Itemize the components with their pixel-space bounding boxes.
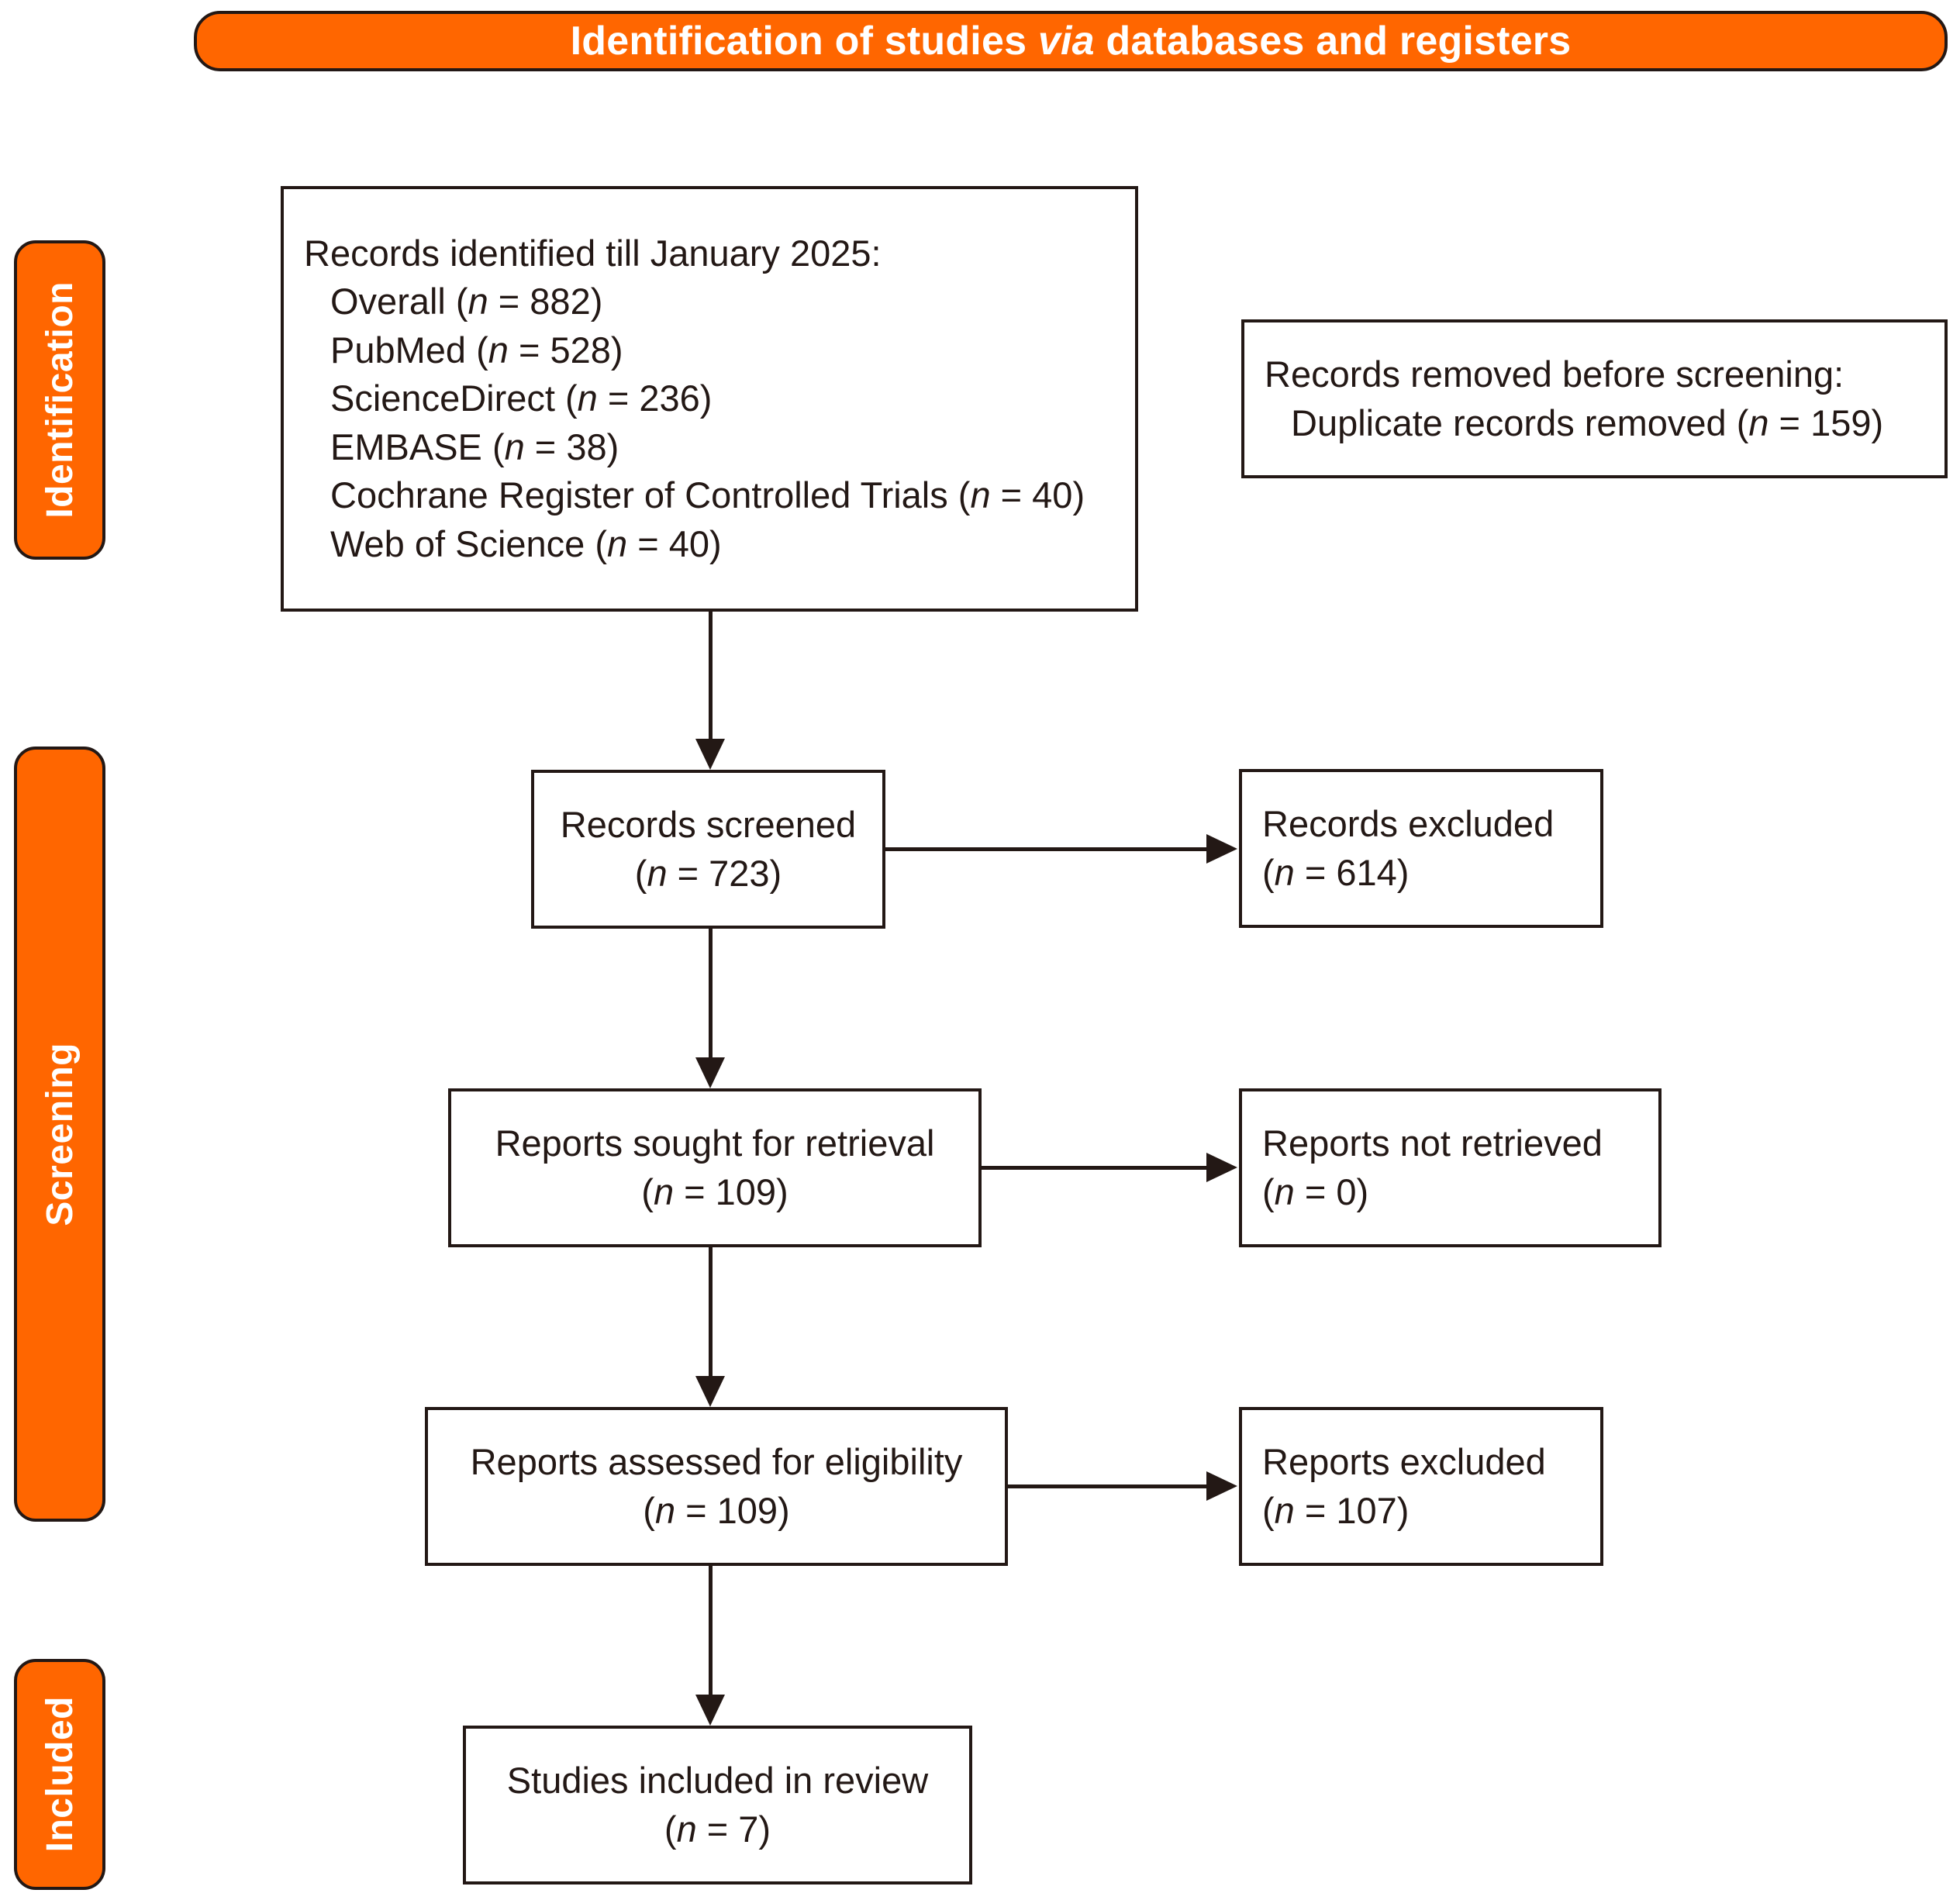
connector-sought-to-assessed [709,1247,713,1379]
records-removed-item-duplicates: Duplicate records removed (n = 159) [1291,402,1884,443]
stage-label-screening-text: Screening [39,1042,81,1226]
box-reports-sought: Reports sought for retrieval (n = 109) [448,1088,982,1247]
records-screened-count: (n = 723) [634,852,782,894]
reports-assessed-count: (n = 109) [643,1489,790,1531]
arrowhead-assessed-to-excluded [1206,1471,1237,1501]
connector-assessed-to-excluded [1008,1484,1207,1488]
records-identified-item-overall: Overall (n = 882) [330,281,603,322]
box-studies-included: Studies included in review (n = 7) [463,1726,972,1884]
box-reports-assessed: Reports assessed for eligibility (n = 10… [425,1407,1008,1566]
studies-included-count: (n = 7) [664,1808,771,1850]
records-excluded-count: (n = 614) [1262,851,1410,893]
arrowhead-identified-to-screened [695,739,725,770]
stage-label-included-text: Included [39,1696,81,1853]
box-records-screened: Records screened (n = 723) [531,770,885,929]
diagram-header-banner: Identification of studies via databases … [194,11,1948,71]
reports-assessed-label: Reports assessed for eligibility [470,1441,963,1482]
stage-label-identification: Identification [14,240,105,560]
box-reports-excluded: Reports excluded (n = 107) [1239,1407,1603,1566]
reports-excluded-label: Reports excluded [1262,1441,1546,1482]
records-removed-heading: Records removed before screening: [1265,353,1844,395]
stage-label-identification-text: Identification [39,281,81,519]
box-records-identified: Records identified till January 2025: Ov… [281,186,1138,612]
connector-identified-to-screened [709,612,713,742]
records-identified-item-web-of-science: Web of Science (n = 40) [330,522,722,564]
records-identified-item-sciencedirect: ScienceDirect (n = 236) [330,378,713,419]
arrowhead-screened-to-excluded [1206,834,1237,864]
box-reports-not-retrieved: Reports not retrieved (n = 0) [1239,1088,1662,1247]
connector-sought-to-not-retrieved [982,1166,1207,1170]
header-text-italic: via [1037,19,1095,64]
arrowhead-assessed-to-included [695,1695,725,1726]
records-identified-heading: Records identified till January 2025: [304,232,882,274]
connector-screened-to-sought [709,929,713,1060]
records-excluded-label: Records excluded [1262,803,1555,844]
stage-label-included: Included [14,1659,105,1890]
connector-assessed-to-included [709,1566,713,1698]
stage-label-screening: Screening [14,747,105,1522]
arrowhead-screened-to-sought [695,1057,725,1088]
arrowhead-sought-to-assessed [695,1376,725,1407]
records-screened-label: Records screened [560,804,857,845]
reports-not-retrieved-count: (n = 0) [1262,1171,1369,1212]
box-records-excluded: Records excluded (n = 614) [1239,769,1603,928]
reports-sought-label: Reports sought for retrieval [495,1122,935,1164]
header-text-after: databases and registers [1094,19,1572,64]
reports-sought-count: (n = 109) [641,1171,788,1212]
records-identified-item-pubmed: PubMed (n = 528) [330,329,623,371]
arrowhead-sought-to-not-retrieved [1206,1153,1237,1182]
reports-excluded-count: (n = 107) [1262,1489,1410,1531]
box-records-removed: Records removed before screening: Duplic… [1241,319,1948,478]
records-identified-item-cochrane: Cochrane Register of Controlled Trials (… [330,474,1085,516]
header-text-before: Identification of studies [570,19,1038,64]
connector-screened-to-excluded [885,847,1207,851]
records-identified-item-embase: EMBASE (n = 38) [330,426,619,467]
studies-included-label: Studies included in review [506,1760,929,1801]
reports-not-retrieved-label: Reports not retrieved [1262,1122,1603,1164]
diagram-header-title: Identification of studies via databases … [571,18,1572,64]
